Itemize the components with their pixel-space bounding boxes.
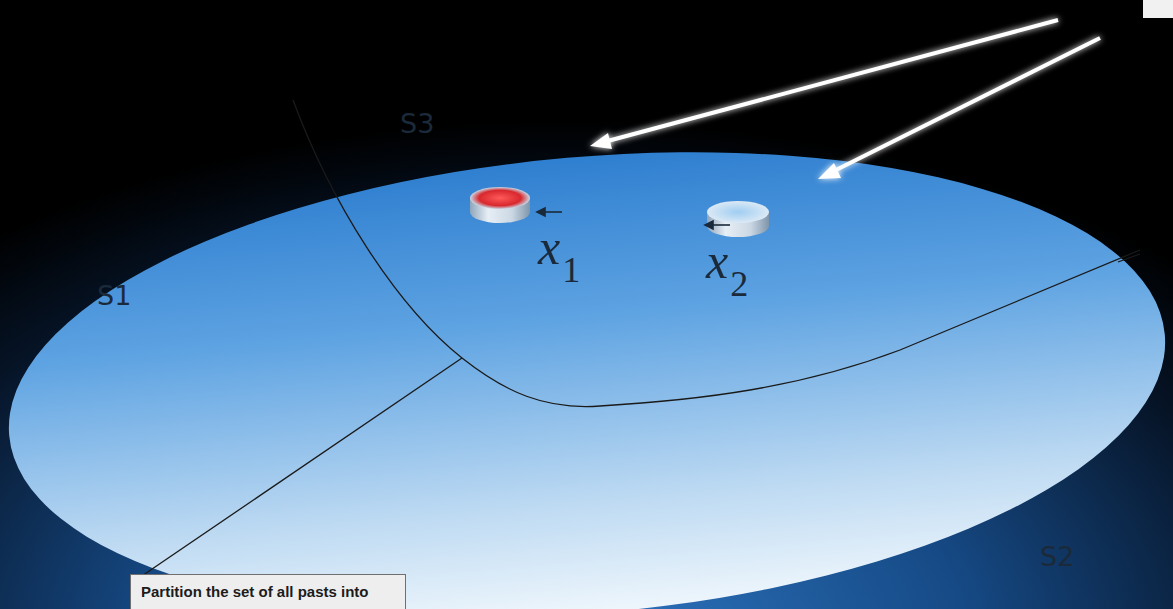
red-cylinder [470, 187, 530, 223]
region-label: S3 [400, 110, 434, 137]
partition-lines [133, 100, 1140, 582]
past-arrow-marks [537, 208, 730, 229]
cut-off-box [1143, 0, 1173, 18]
region-label: S1 [97, 282, 131, 309]
region-label: S2 [1040, 543, 1074, 570]
note-box: Partition the set of all pasts into [130, 574, 406, 609]
past-variable: x2 [706, 236, 748, 286]
blue-cylinder [707, 201, 769, 237]
note-text: Partition the set of all pasts into [141, 583, 395, 600]
past-space-ellipse [0, 107, 1173, 609]
past-variable: x1 [538, 222, 580, 272]
pointer-arrows [590, 20, 1100, 179]
